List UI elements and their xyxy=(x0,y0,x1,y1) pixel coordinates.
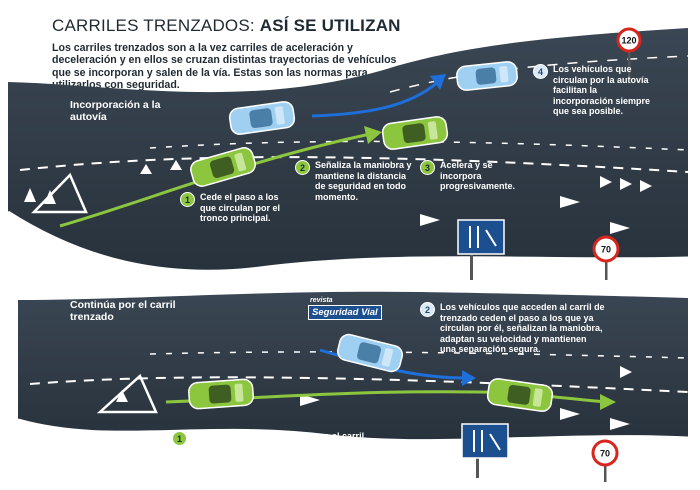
section-label-continue: Continúa por el carril trenzado xyxy=(70,299,176,323)
step-text: Cede el paso a los que circulan por el t… xyxy=(200,192,281,223)
step-text: Los vehículos que circulan por la autoví… xyxy=(553,64,651,116)
speed-sign-120: 120 xyxy=(616,27,642,80)
step-text: Acelera y se incorpora progresivamente. xyxy=(440,160,516,191)
step-text: Adapta la velocidad al tráfico en el car… xyxy=(192,431,367,462)
top-blue-car-right xyxy=(456,61,518,91)
top-exit-sign xyxy=(457,219,505,280)
speed-limit-70-bottom-value: 70 xyxy=(600,449,610,459)
step-number-badge: 1 xyxy=(180,192,195,207)
speed-sign-70-top: 70 xyxy=(592,235,620,280)
intro-paragraph: Los carriles trenzados son a la vez carr… xyxy=(52,42,397,92)
top-step-4: 4 Los vehículos que circulan por la auto… xyxy=(533,64,655,117)
step-text: Los vehículos que acceden al carril de t… xyxy=(440,302,605,354)
top-green-car-left xyxy=(190,147,256,187)
speed-limit-70-top-value: 70 xyxy=(601,245,611,255)
title-prefix: CARRILES TRENZADOS: xyxy=(52,16,255,35)
bottom-step-1: 1 Adapta la velocidad al tráfico en el c… xyxy=(172,431,372,463)
step-text: Señaliza la maniobra y mantiene la dista… xyxy=(315,160,412,202)
top-step-1: 1 Cede el paso a los que circulan por el… xyxy=(180,192,290,224)
page-title: CARRILES TRENZADOS: ASÍ SE UTILIZAN xyxy=(52,16,412,36)
step-number-badge: 4 xyxy=(533,64,548,79)
header: CARRILES TRENZADOS: ASÍ SE UTILIZAN Los … xyxy=(52,16,412,92)
step-number-badge: 1 xyxy=(172,431,187,446)
top-green-car-right xyxy=(381,116,449,150)
top-step-2: 2 Señaliza la maniobra y mantiene la dis… xyxy=(295,160,413,202)
section-label-incorporation: Incorporación a la autovía xyxy=(70,99,161,123)
top-blue-arrow xyxy=(311,80,439,118)
step-number-badge: 2 xyxy=(295,160,310,175)
bottom-step-2: 2 Los vehículos que acceden al carril de… xyxy=(420,302,605,355)
magazine-logo: Seguridad Vial xyxy=(308,305,382,320)
bottom-green-car-right xyxy=(486,378,554,412)
bottom-blue-car xyxy=(336,333,404,373)
top-step-3: 3 Acelera y se incorpora progresivamente… xyxy=(420,160,530,192)
step-number-badge: 3 xyxy=(420,160,435,175)
speed-limit-120-value: 120 xyxy=(621,36,636,46)
bottom-exit-sign xyxy=(461,423,509,478)
top-blue-car-left xyxy=(228,101,296,135)
bottom-green-car-left xyxy=(188,378,254,410)
magazine-logo-top: revista xyxy=(310,297,333,304)
speed-sign-70-bottom: 70 xyxy=(591,439,619,482)
step-number-badge: 2 xyxy=(420,302,435,317)
title-emphasis: ASÍ SE UTILIZAN xyxy=(259,16,401,35)
